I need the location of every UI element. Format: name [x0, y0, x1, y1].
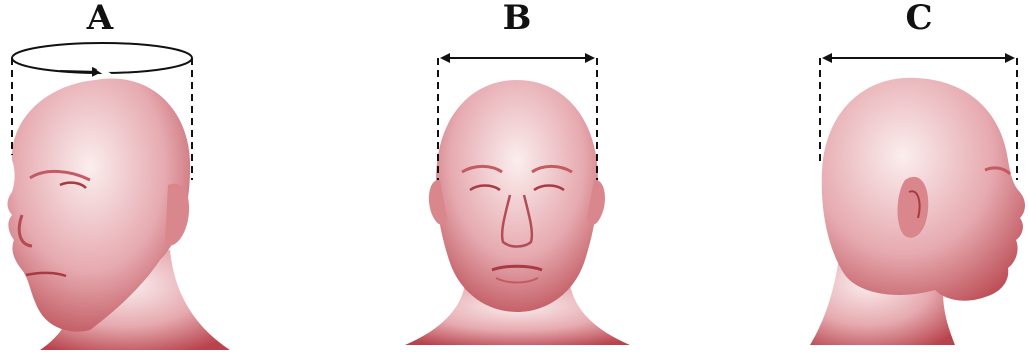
head-c [810, 58, 1025, 345]
head-b [405, 58, 630, 345]
head-a [8, 43, 231, 350]
